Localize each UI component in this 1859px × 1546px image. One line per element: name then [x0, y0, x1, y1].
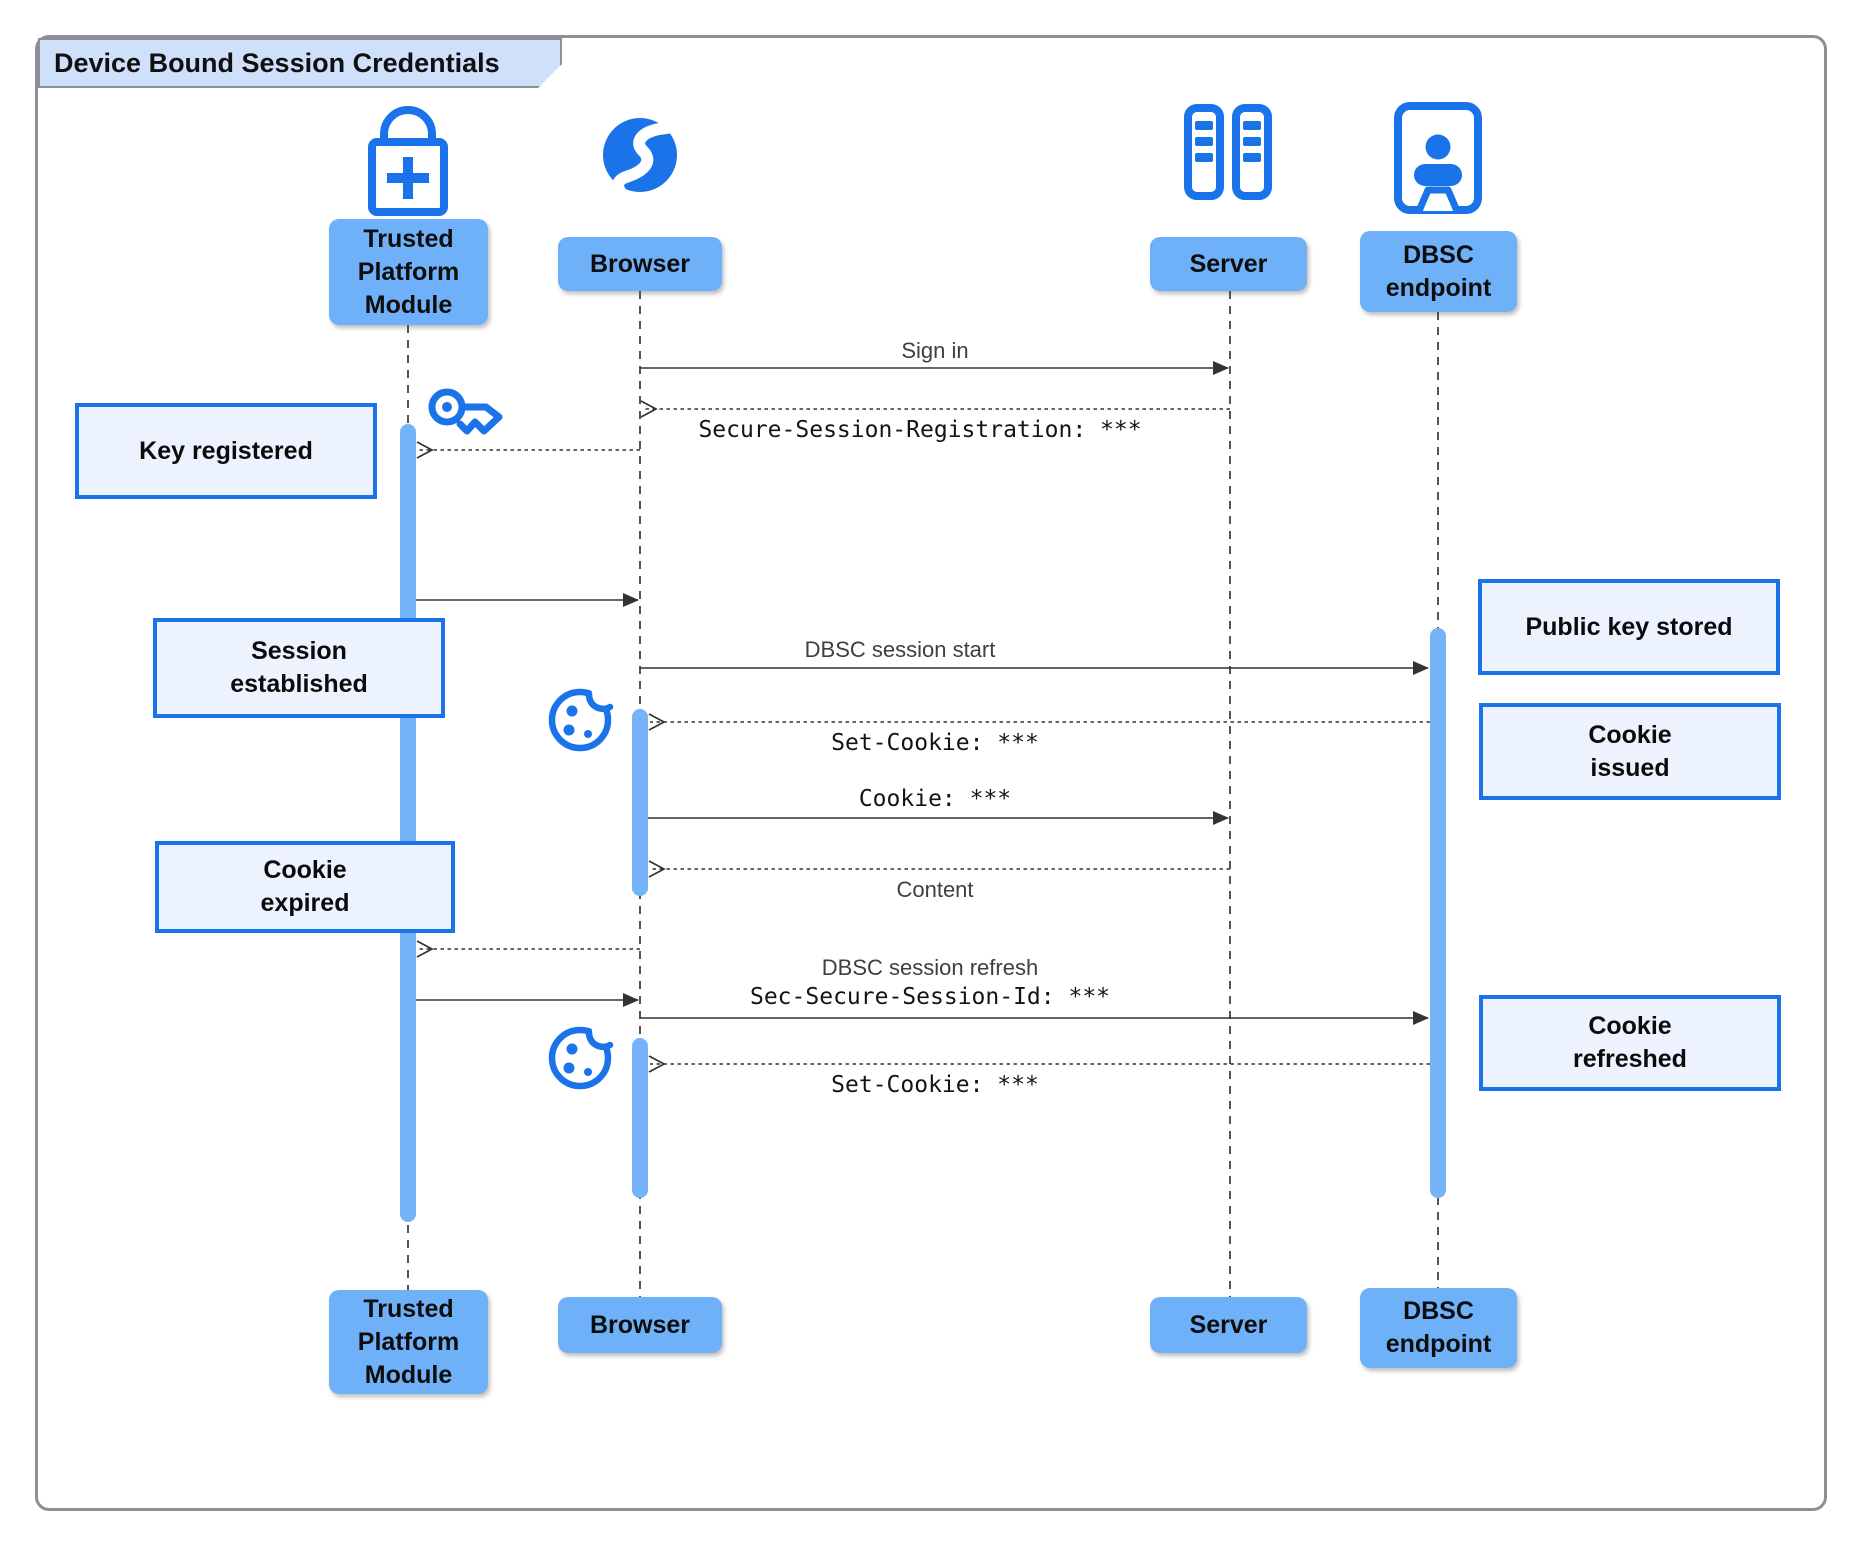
actor-bottom-tpm: Trusted Platform Module	[329, 1290, 488, 1394]
actor-label: Browser	[589, 1310, 691, 1339]
actor-label: Trusted Platform Module	[357, 1294, 460, 1389]
message-label-sign-in: Sign in	[901, 338, 969, 363]
message-label-content: Content	[896, 877, 974, 902]
actor-bottom-dbsc-endpoint: DBSC endpoint	[1360, 1288, 1517, 1368]
actor-label: Trusted Platform Module	[357, 224, 460, 319]
message-label-dbsc-session-refresh: DBSC session refresh	[821, 955, 1039, 980]
message-label-sec-secure-session-id: Sec-Secure-Session-Id: ***	[749, 984, 1111, 1010]
note-key-registered: Key registered	[75, 403, 377, 499]
actor-label: DBSC endpoint	[1385, 240, 1492, 302]
note-cookie-expired: Cookie expired	[155, 841, 455, 933]
lock-plus-icon	[368, 106, 448, 216]
actor-label: DBSC endpoint	[1385, 1297, 1492, 1358]
actor-bottom-server: Server	[1150, 1297, 1307, 1353]
note-session-established: Session established	[153, 618, 445, 718]
message-label-dbsc-session-start: DBSC session start	[804, 637, 996, 662]
cookie-icon-2	[552, 1026, 614, 1087]
diagram-frame	[35, 35, 1827, 1511]
cookie-icon-1	[552, 688, 614, 749]
message-label-set-cookie-1: Set-Cookie: ***	[831, 730, 1039, 756]
actor-top-server: Server	[1150, 237, 1307, 291]
note-cookie-refreshed: Cookie refreshed	[1479, 995, 1781, 1091]
actor-top-dbsc-endpoint: DBSC endpoint	[1360, 231, 1517, 312]
badge-person-icon	[1394, 102, 1482, 214]
key-icon	[428, 388, 503, 435]
message-label-secure-session-registration: Secure-Session-Registration: ***	[698, 417, 1142, 443]
activation-bar-dbsc	[1430, 628, 1446, 1198]
actor-top-tpm: Trusted Platform Module	[329, 219, 488, 325]
actor-top-browser: Browser	[558, 237, 722, 291]
actor-label: Server	[1189, 249, 1268, 278]
message-label-set-cookie-2: Set-Cookie: ***	[831, 1072, 1039, 1098]
message-label-cookie: Cookie: ***	[858, 786, 1012, 812]
globe-icon	[603, 118, 677, 197]
activation-bar-tpm	[400, 424, 416, 1222]
actor-label: Server	[1189, 1310, 1268, 1339]
activation-bar-browser-2	[632, 1038, 648, 1198]
note-cookie-issued: Cookie issued	[1479, 703, 1781, 800]
actor-label: Browser	[589, 249, 691, 278]
server-rack-icon	[1184, 104, 1272, 200]
note-public-key-stored: Public key stored	[1478, 579, 1780, 675]
activation-bar-browser-1	[632, 709, 648, 896]
actor-bottom-browser: Browser	[558, 1297, 722, 1353]
